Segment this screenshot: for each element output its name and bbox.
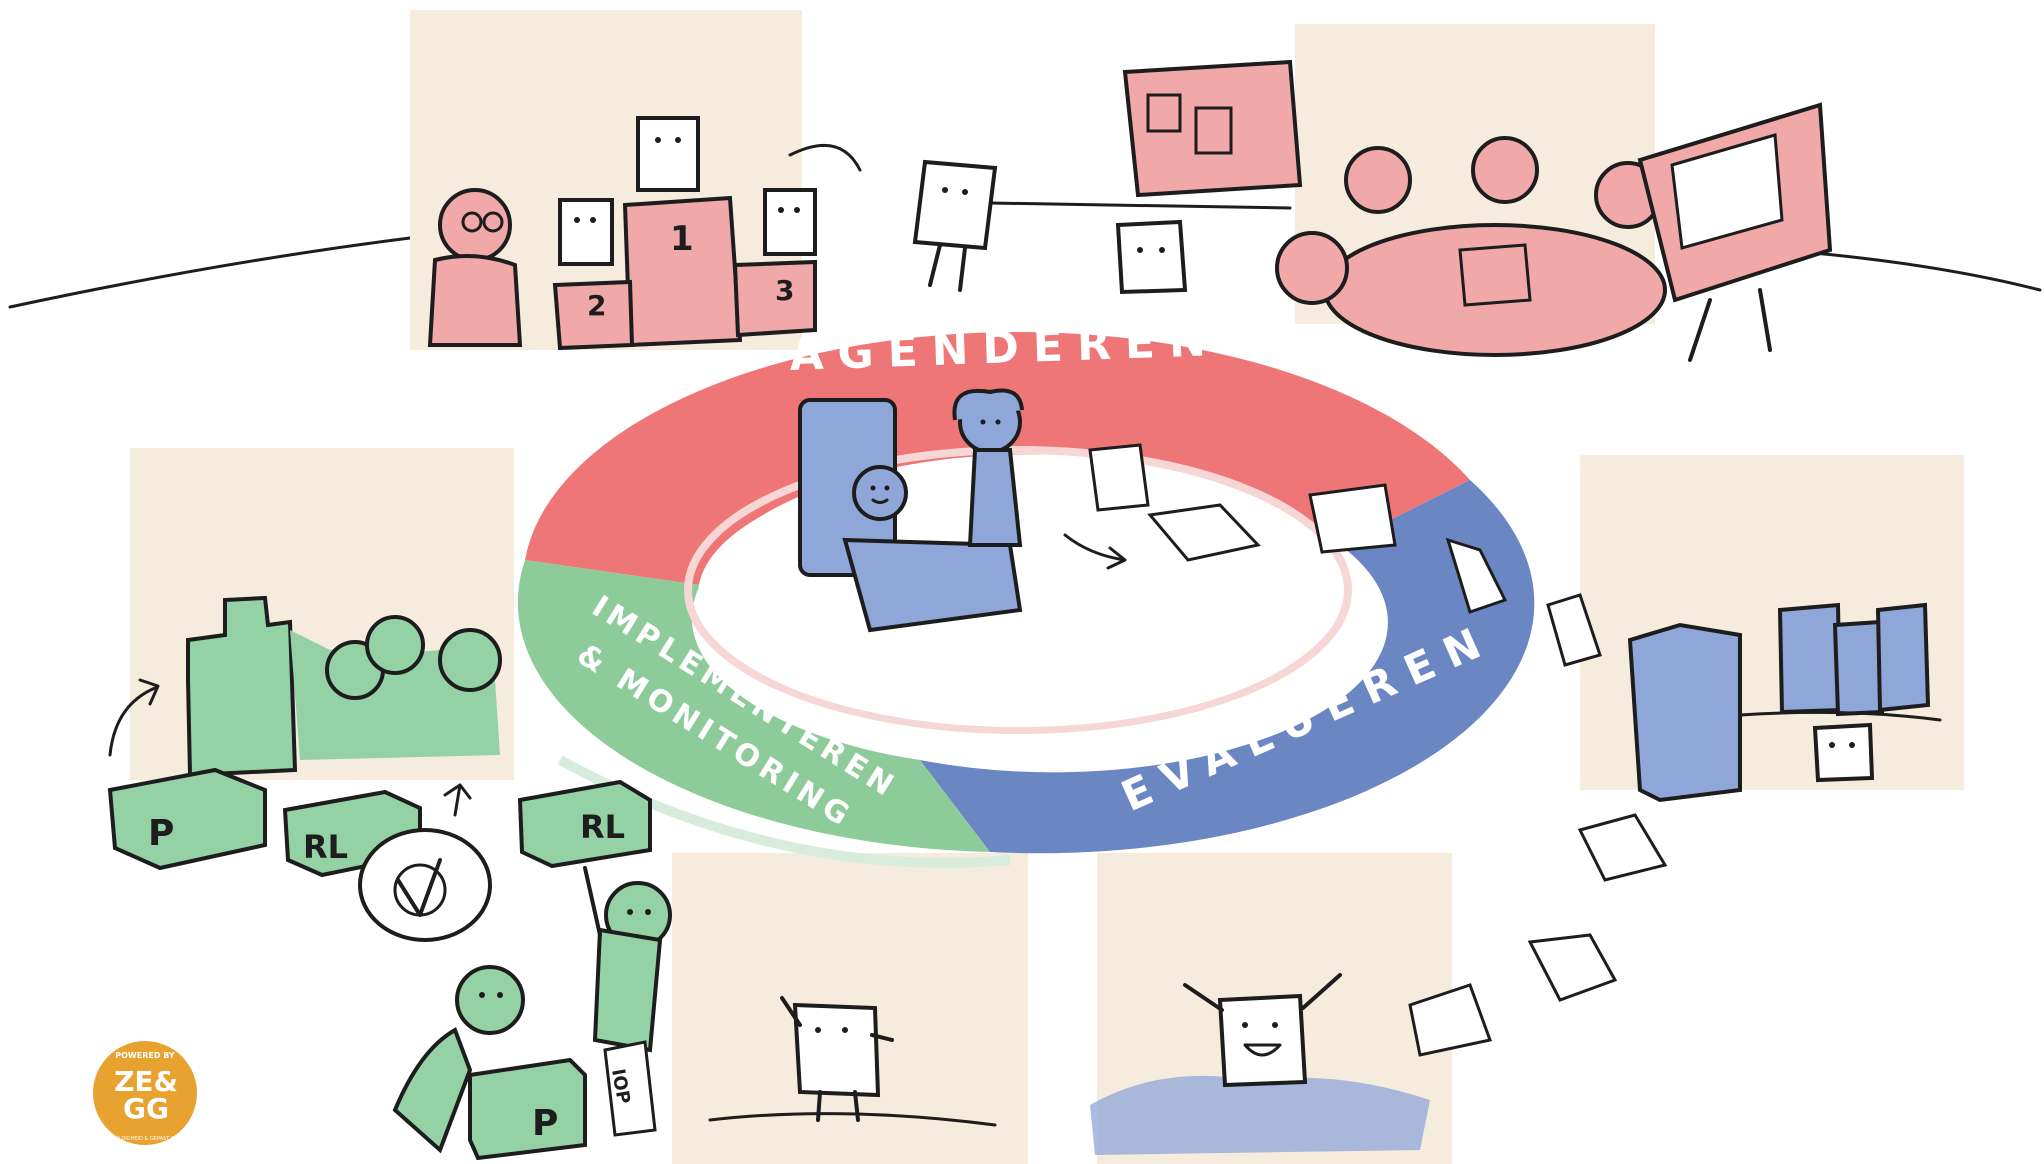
papers-scene <box>1090 973 1430 1155</box>
floating-paper <box>1577 813 1668 882</box>
podium-block-2 <box>552 279 635 351</box>
paper-character <box>1115 219 1188 295</box>
paper-character <box>558 198 614 266</box>
floating-paper <box>1546 593 1602 667</box>
bed-frame <box>842 537 1023 633</box>
tree <box>365 615 425 675</box>
box-label: RL <box>580 808 625 846</box>
podium-scene: 1 2 3 <box>427 116 817 351</box>
podium-number-1: 1 <box>670 219 694 259</box>
lifter-body <box>592 927 663 1053</box>
meeting-person <box>1275 231 1349 305</box>
meeting-person <box>1344 146 1412 214</box>
paper-pile <box>1090 1075 1430 1155</box>
cycle-segment-agenderen <box>525 332 1470 585</box>
cycle-segment-implementeren <box>517 560 990 852</box>
pinboard <box>1122 59 1303 198</box>
patient-head <box>852 465 908 521</box>
horizon-line-right <box>1778 248 2042 292</box>
flipchart-sheet <box>1670 133 1784 250</box>
doctor-hair <box>952 388 1024 421</box>
worker-body <box>392 1027 473 1154</box>
judge-head <box>438 188 512 262</box>
buildings-scene <box>1627 602 1942 803</box>
city-scene <box>108 595 502 817</box>
paper-character <box>1217 993 1308 1088</box>
podium-number-2: 2 <box>587 289 606 322</box>
meeting-scene <box>1115 59 1833 362</box>
floating-paper <box>1445 537 1508 614</box>
office-tower <box>1627 622 1742 803</box>
logo-circle <box>93 1041 197 1145</box>
city-building <box>186 595 298 778</box>
floating-paper <box>1408 983 1492 1057</box>
speech-bubble <box>358 828 492 942</box>
podium-number-3: 3 <box>775 274 794 307</box>
pinned-note <box>1146 93 1182 133</box>
office-building <box>1832 619 1885 717</box>
cycle-segment-evalueren <box>920 480 1535 854</box>
box-label: P <box>148 813 174 854</box>
box <box>107 767 267 871</box>
arrow-to-paper <box>1063 533 1127 570</box>
logo-main-line1: ZE& <box>114 1065 178 1098</box>
office-building <box>1875 602 1931 713</box>
paper-character <box>1812 722 1875 783</box>
judge-body <box>427 254 523 347</box>
cycle-inner-ring <box>684 446 1352 734</box>
paper-scene <box>708 996 997 1127</box>
paper-character <box>792 1002 881 1098</box>
paper-held <box>1088 443 1150 512</box>
patient-bed-scene <box>798 388 1150 633</box>
tree <box>438 628 502 692</box>
horizon-line-left <box>8 236 412 309</box>
policy-cycle: AGENDEREN EVALUEREN IMPLEMENTEREN & MONI… <box>517 315 1535 868</box>
horizon-line-middle <box>988 201 1292 210</box>
note-paper <box>603 1040 657 1137</box>
floating-paper <box>1527 933 1618 1002</box>
logo-ring-text: ZORGVULDIGHEID & GEPAST GEBRUIK <box>97 1136 194 1142</box>
zegg-logo: POWERED BY ZE& GG ZORGVULDIGHEID & GEPAS… <box>93 1041 197 1145</box>
podium-block-3 <box>732 259 817 338</box>
boxes-scene: P RL RL P IOP <box>107 767 672 1161</box>
box-label: RL <box>303 828 348 866</box>
worker-head <box>455 965 525 1035</box>
box <box>468 1057 587 1161</box>
paper-character <box>763 188 817 256</box>
box-label: P <box>532 1103 558 1144</box>
walking-paper <box>788 143 998 292</box>
logo-top-text: POWERED BY <box>115 1051 175 1060</box>
laptop <box>1458 243 1532 307</box>
box <box>517 779 652 869</box>
doctor-body <box>967 448 1023 547</box>
floating-paper <box>1308 483 1397 554</box>
floating-paper <box>1147 503 1261 562</box>
logo-main-line2: GG <box>123 1092 169 1125</box>
meeting-person <box>1471 136 1539 204</box>
paper-character <box>636 116 700 192</box>
office-building <box>1777 602 1843 715</box>
pinned-note <box>1194 106 1233 155</box>
